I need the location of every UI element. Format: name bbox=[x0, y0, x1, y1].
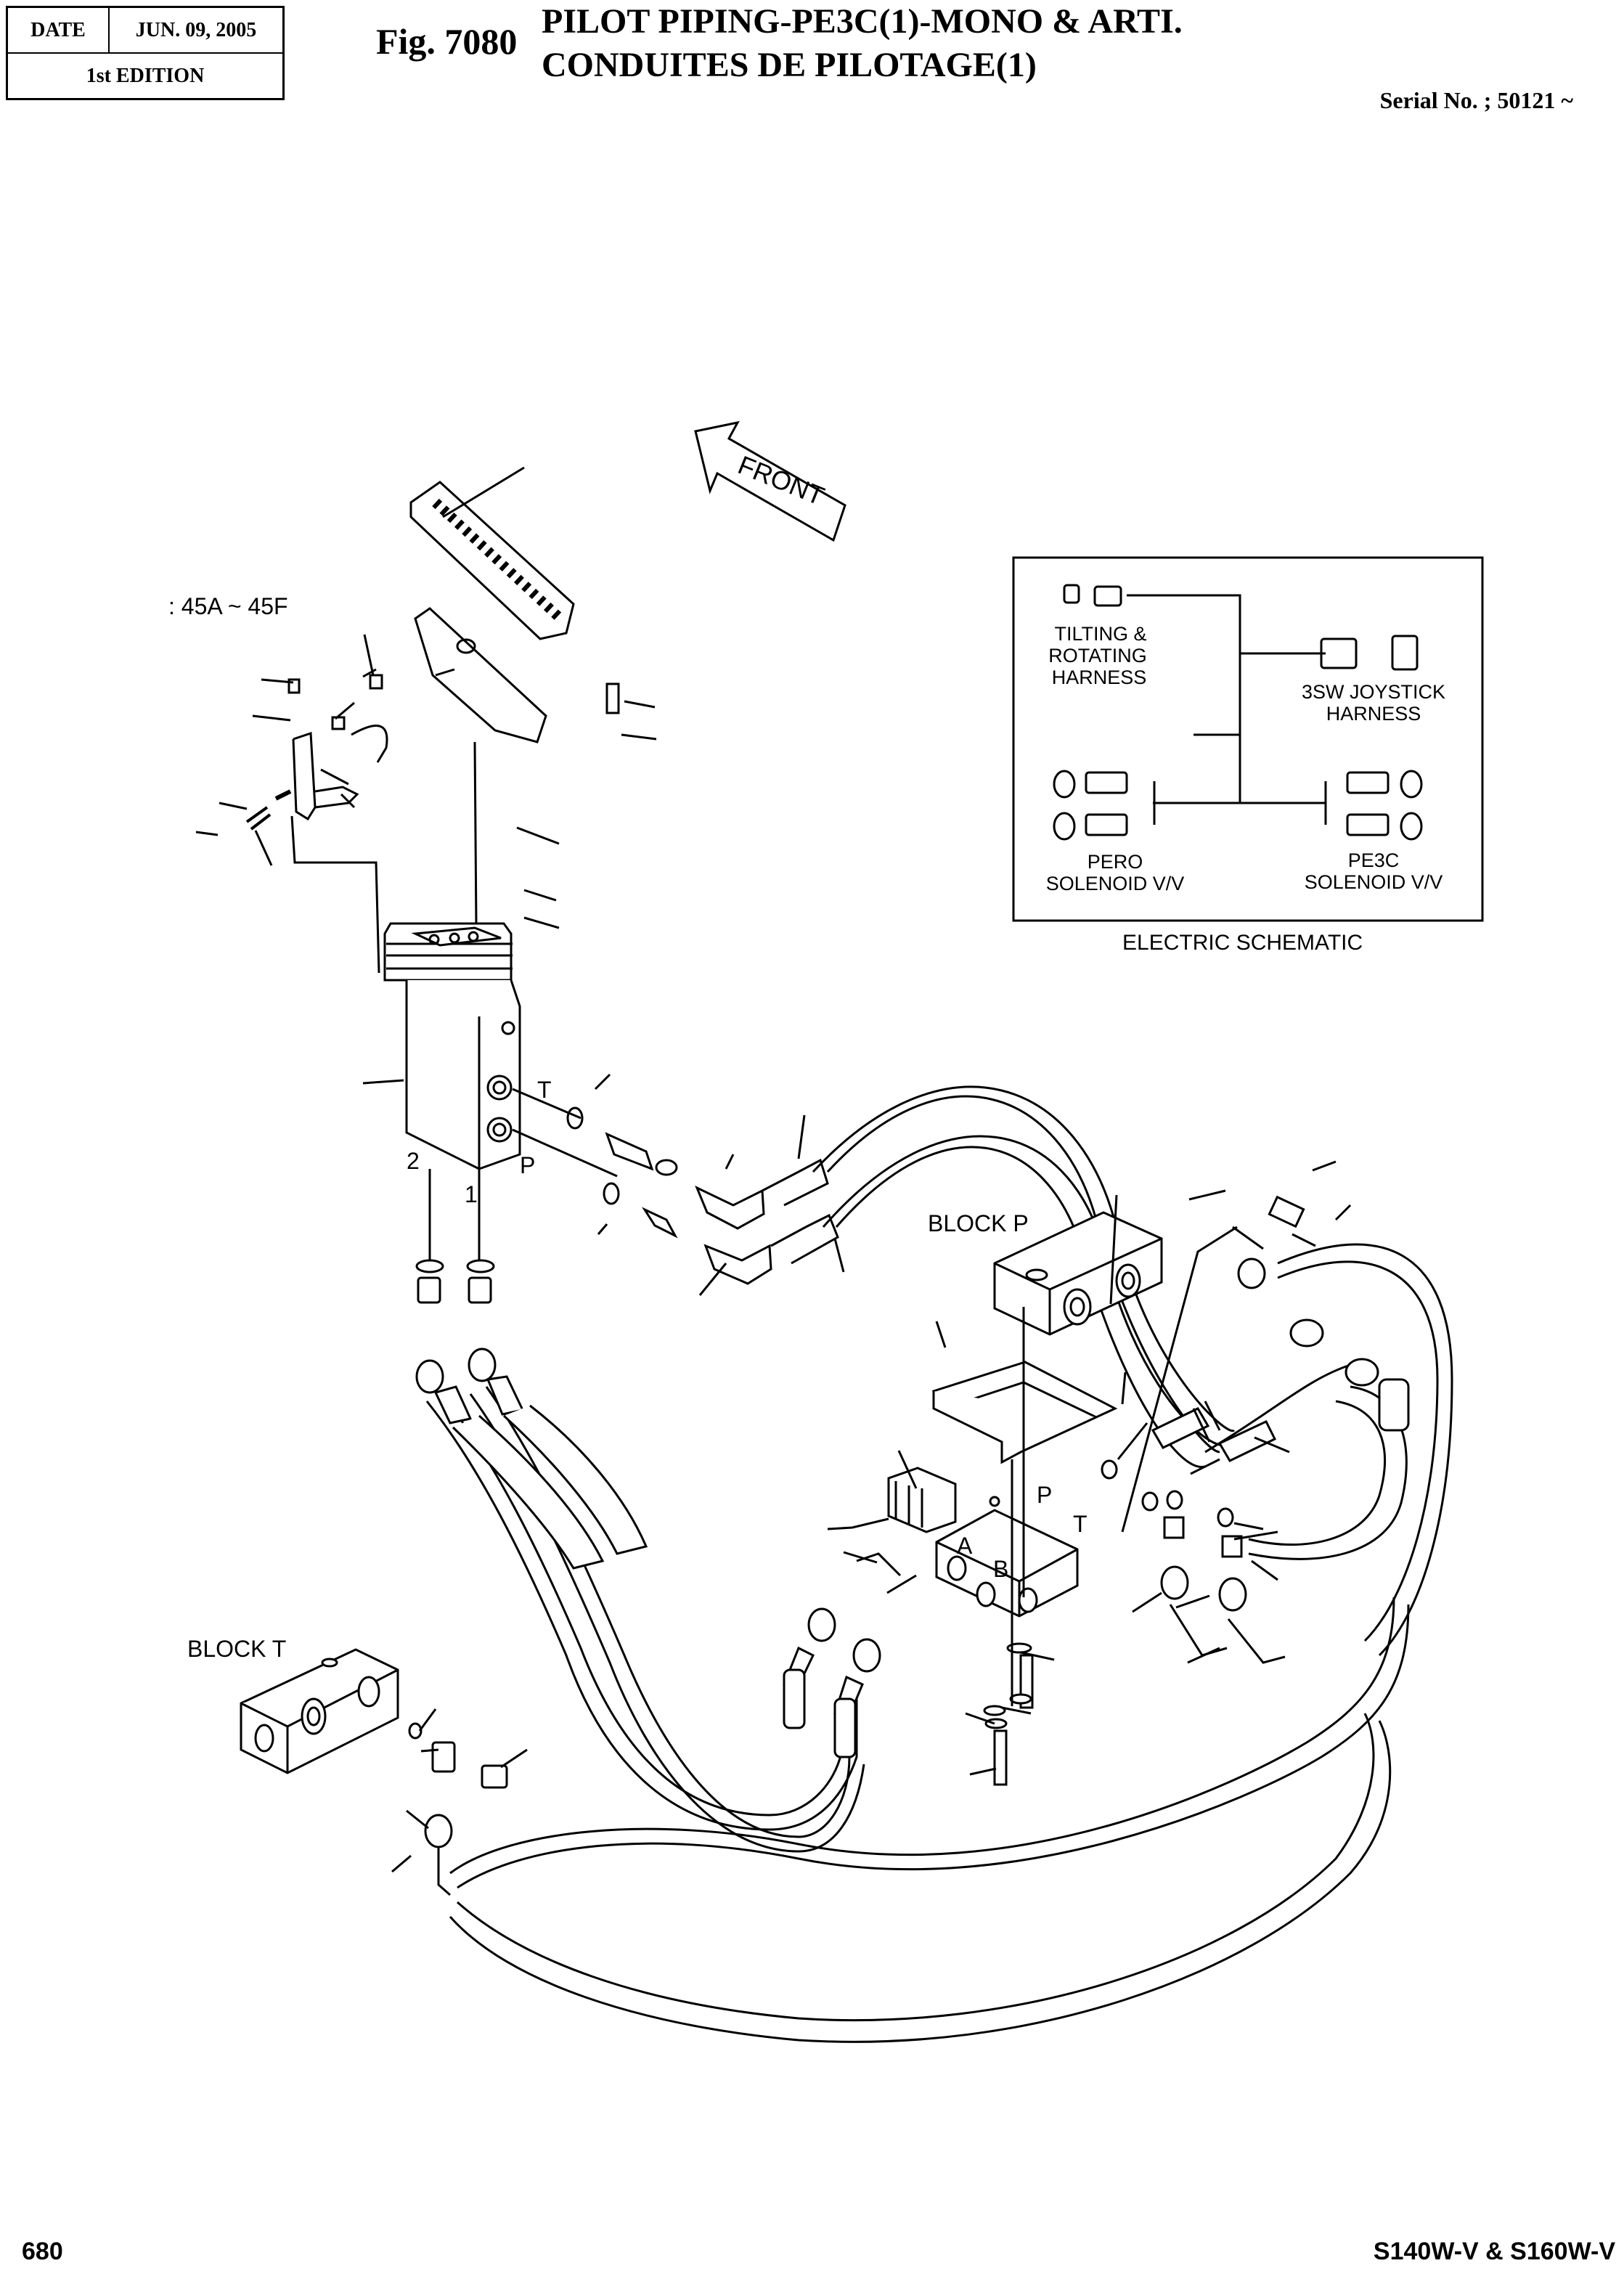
tilting-harness-label-1: TILTING & bbox=[1054, 623, 1146, 645]
port-p-label: P bbox=[520, 1152, 535, 1178]
leader-lines bbox=[195, 466, 657, 1085]
port-2-label: 2 bbox=[407, 1148, 420, 1174]
pero-solenoid-label-2: SOLENOID V/V bbox=[1046, 873, 1185, 894]
edition-label: 1st EDITION bbox=[86, 64, 205, 87]
date-box: DATE JUN. 09, 2005 1st EDITION bbox=[6, 6, 285, 100]
part-range-label: : 45A ~ 45F bbox=[168, 593, 288, 619]
tee-fittings bbox=[1101, 1195, 1316, 1558]
part-leaders bbox=[391, 1160, 1352, 1873]
solenoid-valve-drawing bbox=[827, 1307, 1118, 1786]
port-1-label: 1 bbox=[465, 1181, 478, 1207]
electric-schematic bbox=[1012, 556, 1484, 922]
front-arrow-icon bbox=[694, 420, 846, 542]
page-title: PILOT PIPING-PE3C(1)-MONO & ARTI. bbox=[542, 2, 1183, 41]
figure-number: Fig. 7080 bbox=[376, 21, 518, 62]
date-value: JUN. 09, 2005 bbox=[135, 18, 257, 41]
port-t-label: T bbox=[537, 1077, 552, 1103]
pe3c-solenoid-label-2: SOLENOID V/V bbox=[1305, 871, 1443, 893]
block-p-drawing bbox=[993, 1211, 1163, 1336]
tilting-harness-label-2: ROTATING bbox=[1048, 645, 1147, 666]
valve-t-label: T bbox=[1073, 1511, 1088, 1537]
valve-a-label: A bbox=[957, 1533, 973, 1559]
joystick-harness-label-1: 3SW JOYSTICK bbox=[1302, 681, 1445, 703]
page-number: 680 bbox=[22, 2238, 63, 2265]
pilot-valve-drawing bbox=[383, 922, 521, 1263]
edition-row: 1st EDITION bbox=[8, 54, 282, 98]
block-t-drawing bbox=[240, 1648, 508, 1789]
tp-fittings bbox=[512, 1073, 845, 1296]
connector-icon bbox=[1053, 584, 1423, 841]
valve-p-label: P bbox=[1037, 1482, 1052, 1508]
page-subtitle: CONDUITES DE PILOTAGE(1) bbox=[542, 46, 1037, 84]
bracket-drawing bbox=[245, 674, 620, 831]
date-label: DATE bbox=[8, 8, 110, 52]
pedal-drawing bbox=[362, 481, 575, 743]
pe3c-solenoid-label-1: PE3C bbox=[1348, 849, 1400, 871]
date-row: DATE JUN. 09, 2005 bbox=[8, 8, 282, 54]
block-p-label: BLOCK P bbox=[928, 1210, 1029, 1236]
block-t-label: BLOCK T bbox=[187, 1636, 286, 1662]
serial-number: Serial No. ; 50121 ~ bbox=[1379, 87, 1573, 113]
hose-fittings bbox=[415, 1257, 1410, 1896]
tilting-harness-label-3: HARNESS bbox=[1052, 666, 1147, 688]
joystick-harness-label-2: HARNESS bbox=[1326, 703, 1421, 725]
pero-solenoid-label-1: PERO bbox=[1088, 851, 1143, 873]
schematic-title: ELECTRIC SCHEMATIC bbox=[1122, 931, 1363, 955]
valve-b-label: B bbox=[993, 1556, 1008, 1582]
model-label: S140W-V & S160W-V bbox=[1373, 2238, 1615, 2265]
